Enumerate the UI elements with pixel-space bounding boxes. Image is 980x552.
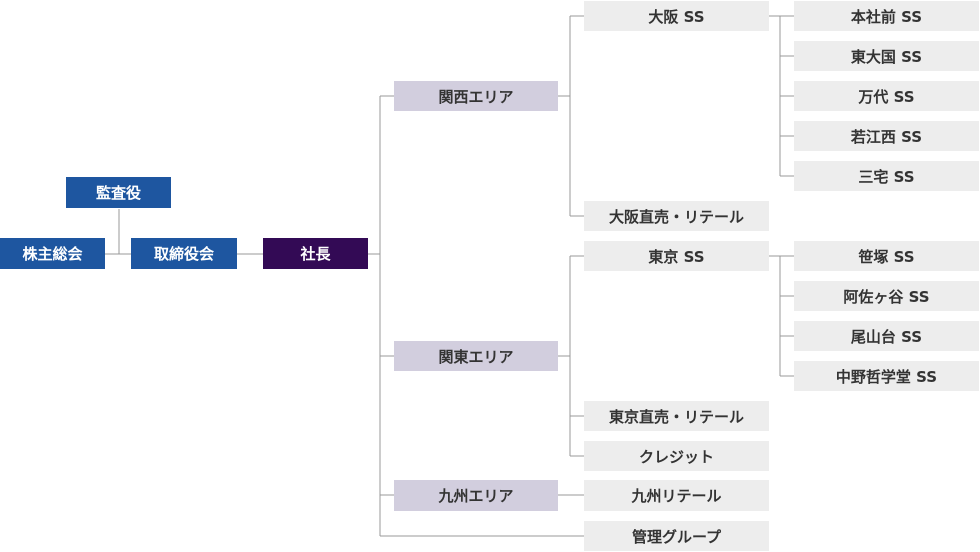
station-box: 中野哲学堂 SS (794, 361, 979, 391)
station-box: 東大国 SS (794, 41, 979, 71)
credit-box: クレジット (584, 441, 769, 471)
president-box: 社長 (263, 238, 368, 269)
station-box: 阿佐ヶ谷 SS (794, 281, 979, 311)
station-box: 若江西 SS (794, 121, 979, 151)
osaka-direct-retail-box: 大阪直売・リテール (584, 201, 769, 231)
shareholders-meeting-box: 株主総会 (0, 238, 105, 269)
tokyo-direct-retail-box: 東京直売・リテール (584, 401, 769, 431)
station-box: 本社前 SS (794, 1, 979, 31)
station-box: 笹塚 SS (794, 241, 979, 271)
osaka-ss-box: 大阪 SS (584, 1, 769, 31)
board-of-directors-box: 取締役会 (131, 238, 237, 269)
kyushu-retail-box: 九州リテール (584, 480, 769, 511)
station-box: 万代 SS (794, 81, 979, 111)
tokyo-ss-box: 東京 SS (584, 241, 769, 271)
auditor-box: 監査役 (66, 177, 171, 208)
management-group-box: 管理グループ (584, 521, 769, 551)
kanto-area-box: 関東エリア (394, 341, 558, 371)
station-box: 三宅 SS (794, 161, 979, 191)
kyushu-area-box: 九州エリア (394, 480, 558, 511)
kansai-area-box: 関西エリア (394, 81, 558, 111)
station-box: 尾山台 SS (794, 321, 979, 351)
